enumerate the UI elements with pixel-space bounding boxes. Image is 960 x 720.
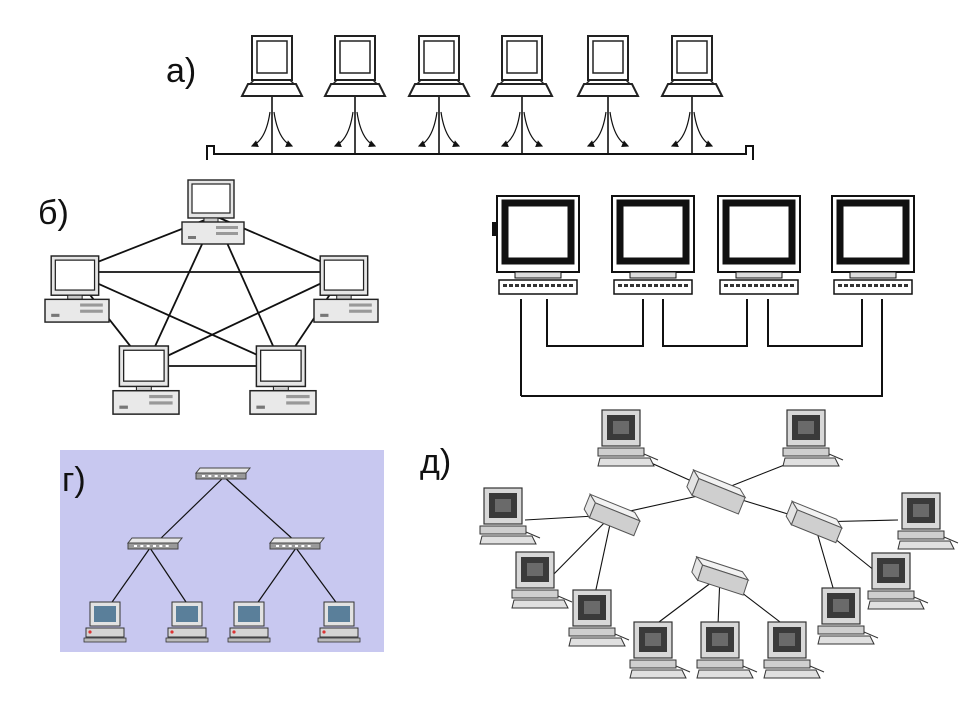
ring-link bbox=[521, 299, 883, 397]
signal-arrow bbox=[523, 111, 544, 147]
computer-icon bbox=[240, 35, 304, 97]
mesh-link bbox=[145, 271, 346, 367]
label-a: а) bbox=[166, 52, 197, 90]
computer-icon bbox=[660, 35, 724, 97]
computer-icon bbox=[313, 255, 379, 323]
hub-icon bbox=[686, 468, 747, 515]
signal-arrow bbox=[356, 111, 377, 147]
computer-icon bbox=[317, 601, 361, 643]
tree-link bbox=[109, 547, 151, 606]
hub-icon bbox=[268, 537, 326, 550]
hub-icon bbox=[126, 537, 184, 550]
computer-icon bbox=[165, 601, 209, 643]
computer-icon bbox=[44, 255, 110, 323]
computer-icon bbox=[249, 345, 317, 415]
hub-icon bbox=[691, 555, 750, 596]
computer-icon bbox=[227, 601, 271, 643]
star-link bbox=[547, 514, 613, 581]
label-d: д) bbox=[420, 443, 452, 481]
connector bbox=[492, 222, 497, 236]
label-b: б) bbox=[38, 194, 69, 232]
computer-icon bbox=[490, 35, 554, 97]
signal-arrow bbox=[250, 111, 271, 147]
signal-arrow bbox=[500, 111, 521, 147]
ring-link bbox=[546, 299, 644, 347]
crt-monitor-icon bbox=[831, 195, 915, 295]
computer-icon bbox=[511, 551, 573, 609]
bus-backbone bbox=[206, 145, 754, 160]
tree-link bbox=[156, 476, 225, 543]
computer-icon bbox=[568, 589, 630, 647]
signal-arrow bbox=[333, 111, 354, 147]
computer-icon bbox=[407, 35, 471, 97]
crt-monitor-icon bbox=[496, 195, 580, 295]
computer-icon bbox=[817, 587, 879, 645]
computer-icon bbox=[597, 409, 659, 467]
hub-icon bbox=[194, 467, 252, 480]
tree-link bbox=[255, 547, 297, 606]
computer-icon bbox=[782, 409, 844, 467]
signal-arrow bbox=[609, 111, 630, 147]
ring-link bbox=[767, 299, 863, 347]
crt-monitor-icon bbox=[717, 195, 801, 295]
signal-arrow bbox=[670, 111, 691, 147]
computer-icon bbox=[867, 552, 929, 610]
computer-icon bbox=[83, 601, 127, 643]
signal-arrow bbox=[693, 111, 714, 147]
computer-icon bbox=[479, 487, 541, 545]
computer-icon bbox=[112, 345, 180, 415]
ring-link bbox=[662, 299, 748, 347]
hub-icon bbox=[785, 500, 844, 544]
signal-arrow bbox=[273, 111, 294, 147]
computer-icon bbox=[629, 621, 691, 679]
computer-icon bbox=[181, 179, 245, 245]
computer-icon bbox=[576, 35, 640, 97]
signal-arrow bbox=[440, 111, 461, 147]
tree-link bbox=[223, 476, 297, 543]
hub-icon bbox=[583, 493, 642, 537]
computer-icon bbox=[696, 621, 758, 679]
computer-icon bbox=[763, 621, 825, 679]
tree-link bbox=[295, 547, 339, 606]
mesh-link bbox=[71, 271, 283, 367]
tree-link bbox=[149, 547, 189, 606]
computer-icon bbox=[323, 35, 387, 97]
computer-icon bbox=[897, 492, 959, 550]
signal-arrow bbox=[417, 111, 438, 147]
crt-monitor-icon bbox=[611, 195, 695, 295]
label-g: г) bbox=[62, 461, 86, 499]
signal-arrow bbox=[586, 111, 607, 147]
